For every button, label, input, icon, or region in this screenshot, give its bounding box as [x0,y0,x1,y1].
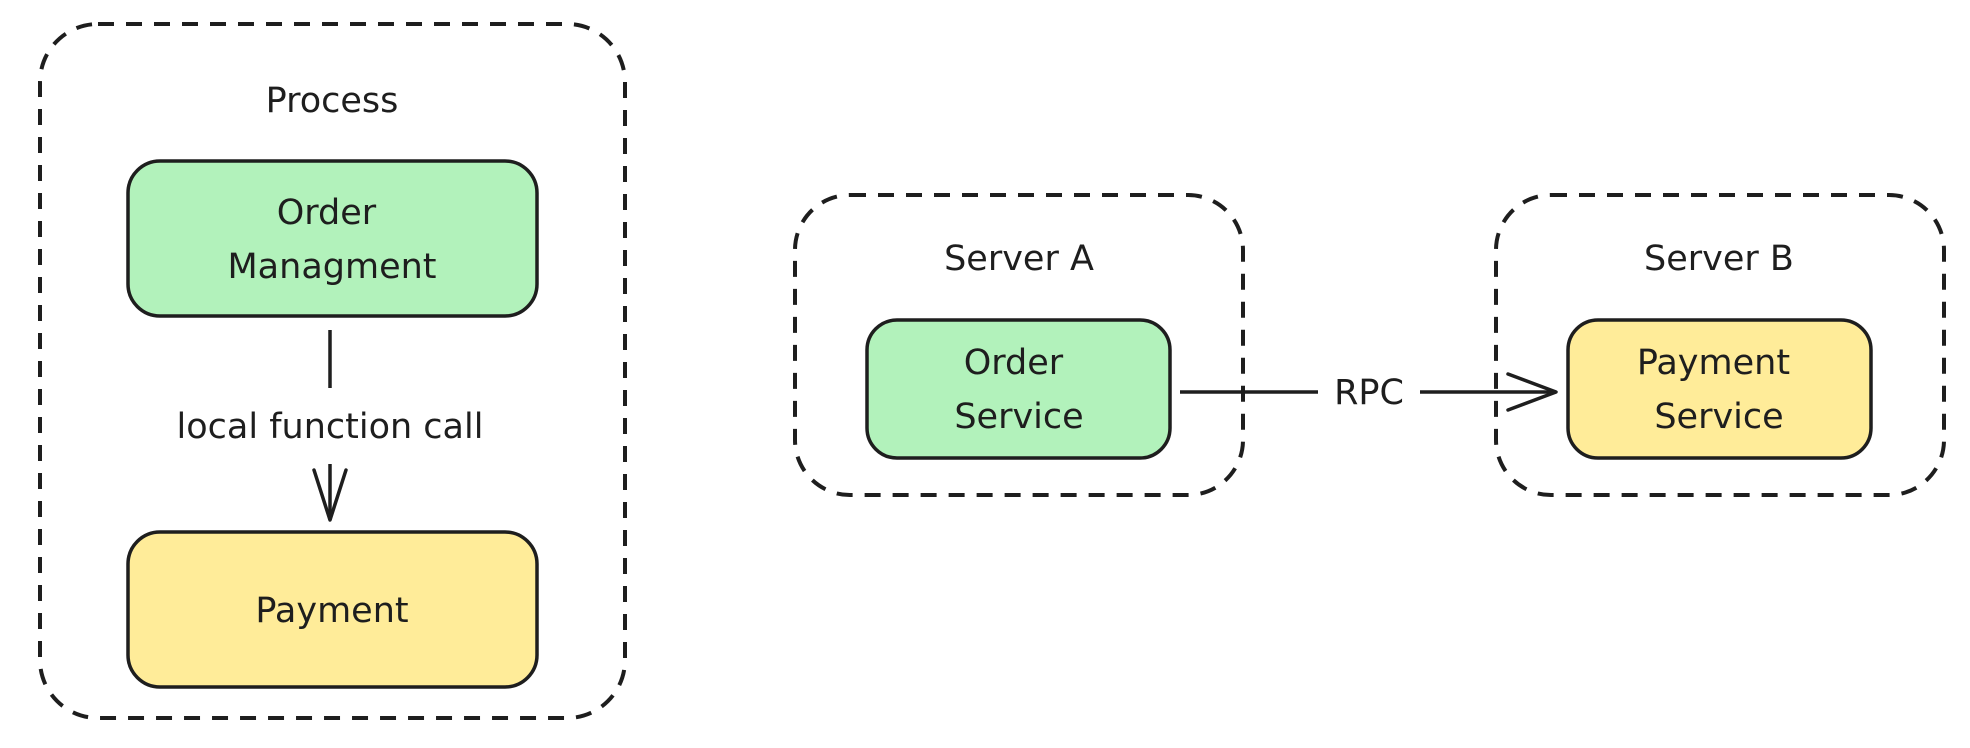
server-b-container-border [1494,193,1946,497]
payment-label: Payment [255,591,408,631]
order-service-box [865,318,1172,460]
payment-service-box [1566,318,1873,460]
server-a-container: Server A [793,193,1245,497]
rpc-edge: RPC [1180,372,1558,413]
order-management-label: Order Managment [227,193,436,287]
server-b-container-title: Server B [1644,239,1794,279]
server-b-container: Server B [1494,193,1946,497]
server-a-container-title: Server A [944,239,1094,279]
process-container: Process [38,22,627,720]
payment-service-node: Payment Service [1566,318,1873,460]
order-management-label-line-1: Order [277,193,377,233]
order-service-label-line-2: Service [954,397,1083,437]
local-call-arrowhead [312,468,348,522]
order-management-box [126,159,539,318]
rpc-arrowhead [1506,372,1558,412]
order-service-label: Order Service [954,343,1083,437]
order-management-node: Order Managment [126,159,539,318]
payment-box [126,530,539,689]
payment-service-label-line-1: Payment [1637,343,1790,383]
order-management-label-line-2: Managment [227,247,436,287]
order-service-node: Order Service [865,318,1172,460]
order-service-label-line-1: Order [964,343,1064,383]
local-call-label: local function call [177,407,484,447]
payment-node: Payment [126,530,539,689]
rpc-label: RPC [1334,373,1404,413]
process-container-border [38,22,627,720]
process-container-title: Process [266,81,399,121]
local-call-edge: local function call [177,330,484,522]
payment-service-label: Payment Service [1637,343,1801,437]
server-a-container-border [793,193,1245,497]
payment-service-label-line-2: Service [1654,397,1783,437]
